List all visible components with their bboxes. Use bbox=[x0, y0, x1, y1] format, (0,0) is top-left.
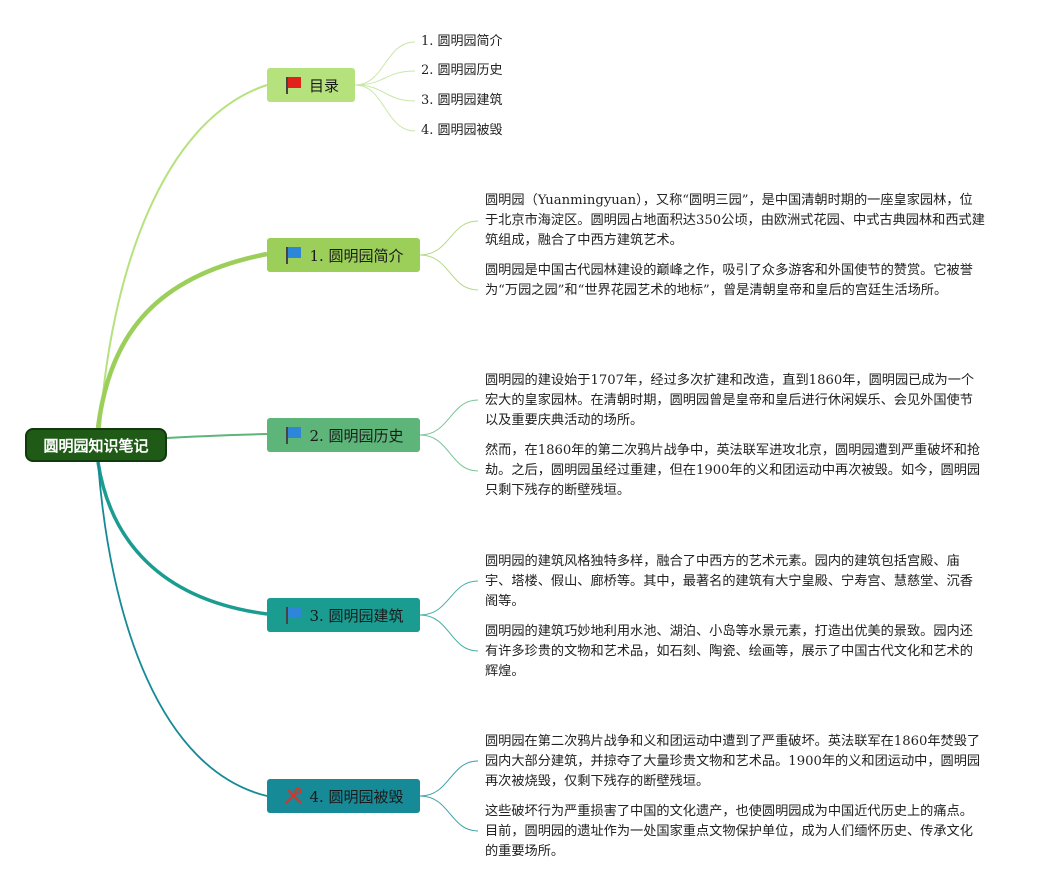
branch-toc[interactable]: 目录 bbox=[267, 68, 355, 102]
link-toc-2 bbox=[354, 70, 416, 86]
link-root-architecture bbox=[96, 461, 268, 616]
history-paragraph-1: 圆明园的建设始于1707年，经过多次扩建和改造，直到1860年，圆明园已成为一个… bbox=[485, 373, 975, 428]
toc-item-destruction[interactable]: 4. 圆明园被毁 bbox=[421, 123, 503, 138]
link-arch-p2 bbox=[419, 614, 479, 652]
branch-label: 1. 圆明园简介 bbox=[309, 246, 404, 265]
history-paragraph-2: 然而，在1860年的第二次鸦片战争中，英法联军进攻北京，圆明园遭到严重破坏和抢劫… bbox=[485, 443, 981, 498]
link-root-destruction bbox=[97, 461, 268, 797]
link-history-p2 bbox=[419, 434, 479, 472]
link-toc-3 bbox=[354, 84, 416, 102]
toc-item-architecture[interactable]: 3. 圆明园建筑 bbox=[421, 93, 503, 108]
link-root-intro bbox=[95, 251, 268, 429]
link-arch-p1 bbox=[419, 580, 479, 616]
link-toc-1 bbox=[354, 41, 416, 86]
branch-label: 3. 圆明园建筑 bbox=[309, 606, 404, 625]
link-history-p1 bbox=[419, 399, 479, 436]
link-root-history bbox=[166, 433, 268, 439]
toc-item-intro[interactable]: 1. 圆明园简介 bbox=[421, 34, 503, 49]
intro-paragraph-1: 圆明园（Yuanmingyuan），又称“圆明三园”，是中国清朝时期的一座皇家园… bbox=[485, 193, 985, 248]
architecture-paragraph-1: 圆明园的建筑风格独特多样，融合了中西方的艺术元素。园内的建筑包括宫殿、庙宇、塔楼… bbox=[485, 554, 973, 609]
blue-flag-icon bbox=[286, 607, 302, 624]
root-label: 圆明园知识笔记 bbox=[43, 436, 149, 455]
blue-flag-icon bbox=[286, 427, 302, 444]
link-toc-4 bbox=[354, 84, 416, 132]
branch-label: 2. 圆明园历史 bbox=[309, 426, 404, 445]
branch-architecture[interactable]: 3. 圆明园建筑 bbox=[267, 598, 420, 632]
destruction-paragraph-2: 这些破坏行为严重损害了中国的文化遗产，也使圆明园成为中国近代历史上的痛点。目前，… bbox=[485, 804, 973, 859]
red-flag-icon bbox=[285, 77, 301, 94]
link-intro-p2 bbox=[419, 254, 479, 291]
link-root-toc bbox=[99, 84, 268, 429]
branch-history[interactable]: 2. 圆明园历史 bbox=[267, 418, 420, 452]
toc-item-history[interactable]: 2. 圆明园历史 bbox=[421, 63, 503, 78]
blue-flag-icon bbox=[286, 247, 302, 264]
link-dest-p1 bbox=[419, 760, 479, 797]
root-node[interactable]: 圆明园知识笔记 bbox=[25, 428, 167, 462]
link-dest-p2 bbox=[419, 795, 479, 832]
branch-intro[interactable]: 1. 圆明园简介 bbox=[267, 238, 420, 272]
link-intro-p1 bbox=[419, 220, 479, 256]
intro-paragraph-2: 圆明园是中国古代园林建设的巅峰之作，吸引了众多游客和外国使节的赞赏。它被誉为“万… bbox=[485, 263, 973, 298]
destruction-paragraph-1: 圆明园在第二次鸦片战争和义和团运动中遭到了严重破坏。英法联军在1860年焚毁了园… bbox=[485, 734, 981, 789]
architecture-paragraph-2: 圆明园的建筑巧妙地利用水池、湖泊、小岛等水景元素，打造出优美的景致。园内还有许多… bbox=[485, 624, 973, 679]
tools-icon bbox=[285, 787, 302, 805]
branch-destruction[interactable]: 4. 圆明园被毁 bbox=[267, 779, 420, 813]
branch-label: 4. 圆明园被毁 bbox=[309, 787, 404, 806]
branch-label: 目录 bbox=[308, 76, 339, 95]
